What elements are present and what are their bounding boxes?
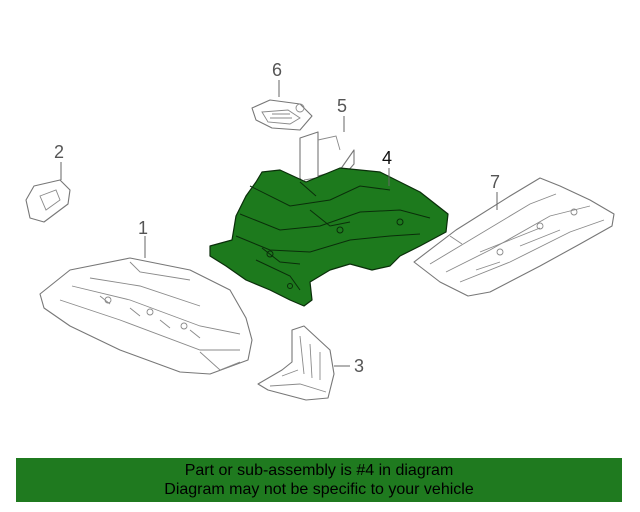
info-banner: Part or sub-assembly is #4 in diagram Di… [16, 458, 622, 502]
callout-7[interactable]: 7 [490, 172, 500, 192]
parts-diagram: 6 5 2 1 3 [25, 60, 615, 401]
part-2-clip[interactable] [25, 179, 71, 223]
part-3-deflector[interactable] [257, 325, 335, 401]
banner-line-2: Diagram may not be specific to your vehi… [164, 481, 474, 498]
callout-5[interactable]: 5 [337, 96, 347, 116]
part-6-bracket[interactable] [251, 99, 313, 131]
callout-3[interactable]: 3 [354, 356, 364, 376]
banner-line-1: Part or sub-assembly is #4 in diagram [184, 462, 454, 479]
callout-1[interactable]: 1 [138, 218, 148, 238]
part-4-center-shield[interactable] [209, 167, 449, 307]
part-1-front-shield[interactable] [39, 257, 253, 375]
callout-2[interactable]: 2 [54, 142, 64, 162]
callout-4[interactable]: 4 [382, 148, 392, 168]
callout-6[interactable]: 6 [272, 60, 282, 80]
part-7-rear-panel[interactable] [413, 177, 615, 297]
